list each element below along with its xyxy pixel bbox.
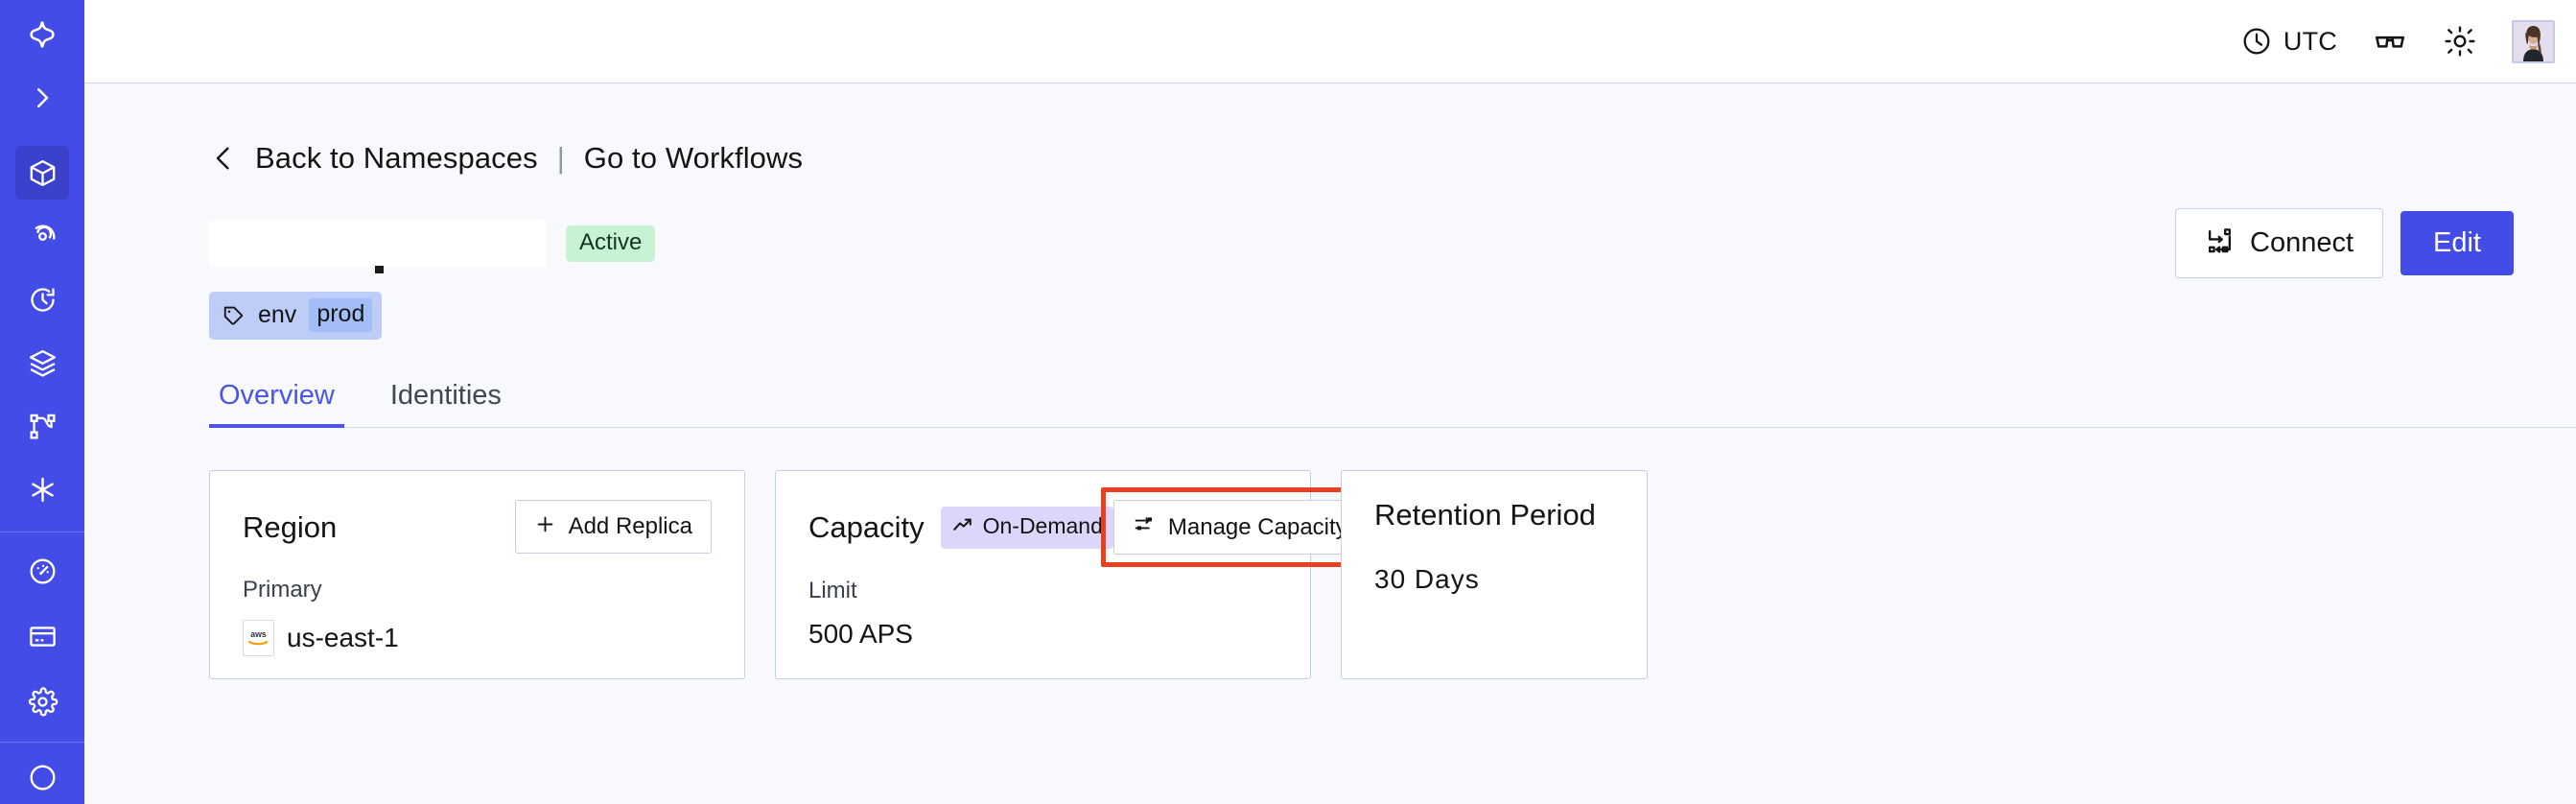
sun-icon[interactable] [2443, 24, 2477, 59]
sidebar-item-namespaces[interactable] [15, 146, 69, 200]
sidebar-item-billing[interactable] [15, 609, 69, 663]
region-primary-label: Primary [243, 577, 322, 603]
tag-value: prod [309, 298, 373, 332]
edit-button-label: Edit [2433, 227, 2481, 258]
chevron-left-icon[interactable] [209, 142, 238, 175]
manage-capacity-highlight: Manage Capacity [1100, 487, 1379, 567]
top-bar: UTC [84, 0, 2576, 83]
sidebar-item-usage[interactable] [15, 544, 69, 598]
retention-value: 30 Days [1374, 564, 1480, 594]
timezone-selector[interactable]: UTC [2240, 25, 2337, 58]
plus-icon [534, 513, 556, 540]
edit-button[interactable]: Edit [2400, 211, 2514, 275]
region-card: Region Add Replica Primary [209, 470, 745, 679]
page-content: Back to Namespaces | Go to Workflows Act… [84, 83, 2576, 804]
clock-icon [2240, 25, 2273, 58]
retention-card-header: Retention Period [1374, 500, 1614, 530]
manage-capacity-button[interactable]: Manage Capacity [1112, 500, 1367, 555]
sidebar-divider-bottom [0, 742, 84, 743]
capacity-limit-value: 500 APS [808, 619, 913, 649]
sliders-icon [1133, 513, 1156, 541]
retention-card: Retention Period 30 Days [1341, 470, 1648, 679]
overview-cards: Region Add Replica Primary [209, 470, 2576, 679]
capacity-limit-label: Limit [808, 578, 857, 603]
capacity-card-header: Capacity On-Demand [808, 487, 1379, 567]
region-value-row: aws us-east-1 [243, 620, 712, 656]
breadcrumb-separator: | [556, 141, 565, 175]
sidebar-expand-button[interactable] [15, 71, 69, 125]
on-demand-badge: On-Demand [940, 506, 1113, 549]
svg-text:aws: aws [250, 629, 267, 639]
main-pane: UTC [84, 0, 2576, 804]
manage-capacity-label: Manage Capacity [1167, 513, 1347, 540]
sidebar-item-help[interactable] [15, 750, 69, 804]
capacity-card: Capacity On-Demand [775, 470, 1379, 679]
region-card-title: Region [243, 509, 338, 544]
namespace-header: Active [209, 208, 2576, 278]
namespace-title-group: Active [209, 220, 656, 273]
namespace-tags: env prod [209, 292, 2576, 340]
sidebar-item-workflows[interactable] [15, 399, 69, 453]
sidebar-item-settings[interactable] [15, 674, 69, 728]
namespace-name [209, 220, 547, 273]
connect-icon [2205, 225, 2235, 261]
temporal-star-logo-icon[interactable] [15, 8, 69, 61]
breadcrumb: Back to Namespaces | Go to Workflows [209, 141, 2576, 176]
tab-bar: Overview Identities [209, 376, 2576, 428]
breadcrumb-workflows-link[interactable]: Go to Workflows [583, 141, 804, 175]
retention-card-title: Retention Period [1374, 498, 1596, 532]
tab-overview[interactable]: Overview [209, 376, 344, 428]
sidebar-main-nav [15, 146, 69, 516]
avatar[interactable] [2512, 19, 2555, 63]
tag-env-prod[interactable]: env prod [209, 292, 383, 340]
region-card-header: Region Add Replica [243, 500, 712, 554]
namespace-actions: Connect Edit [2175, 208, 2514, 278]
sidebar-item-schedules[interactable] [15, 272, 69, 326]
connect-button-label: Connect [2250, 227, 2354, 258]
tab-identities[interactable]: Identities [389, 380, 502, 411]
aws-logo-icon: aws [243, 620, 274, 656]
glasses-icon[interactable] [2372, 23, 2408, 59]
add-replica-button[interactable]: Add Replica [514, 500, 712, 554]
add-replica-label: Add Replica [568, 513, 692, 539]
trending-up-icon [951, 513, 974, 540]
primary-sidebar [0, 0, 84, 804]
tag-icon [222, 303, 246, 327]
on-demand-label: On-Demand [982, 513, 1103, 538]
tag-key: env [258, 301, 297, 328]
status-badge: Active [566, 225, 656, 262]
sidebar-item-batch-operations[interactable] [15, 336, 69, 390]
breadcrumb-back-link[interactable]: Back to Namespaces [255, 141, 538, 175]
capacity-card-title: Capacity [808, 510, 925, 544]
connect-button[interactable]: Connect [2175, 208, 2384, 278]
sidebar-bottom-nav [15, 544, 69, 728]
timezone-label: UTC [2283, 26, 2337, 56]
sidebar-item-nexus[interactable] [15, 462, 69, 516]
sidebar-item-observability[interactable] [15, 209, 69, 263]
region-value: us-east-1 [287, 623, 399, 652]
